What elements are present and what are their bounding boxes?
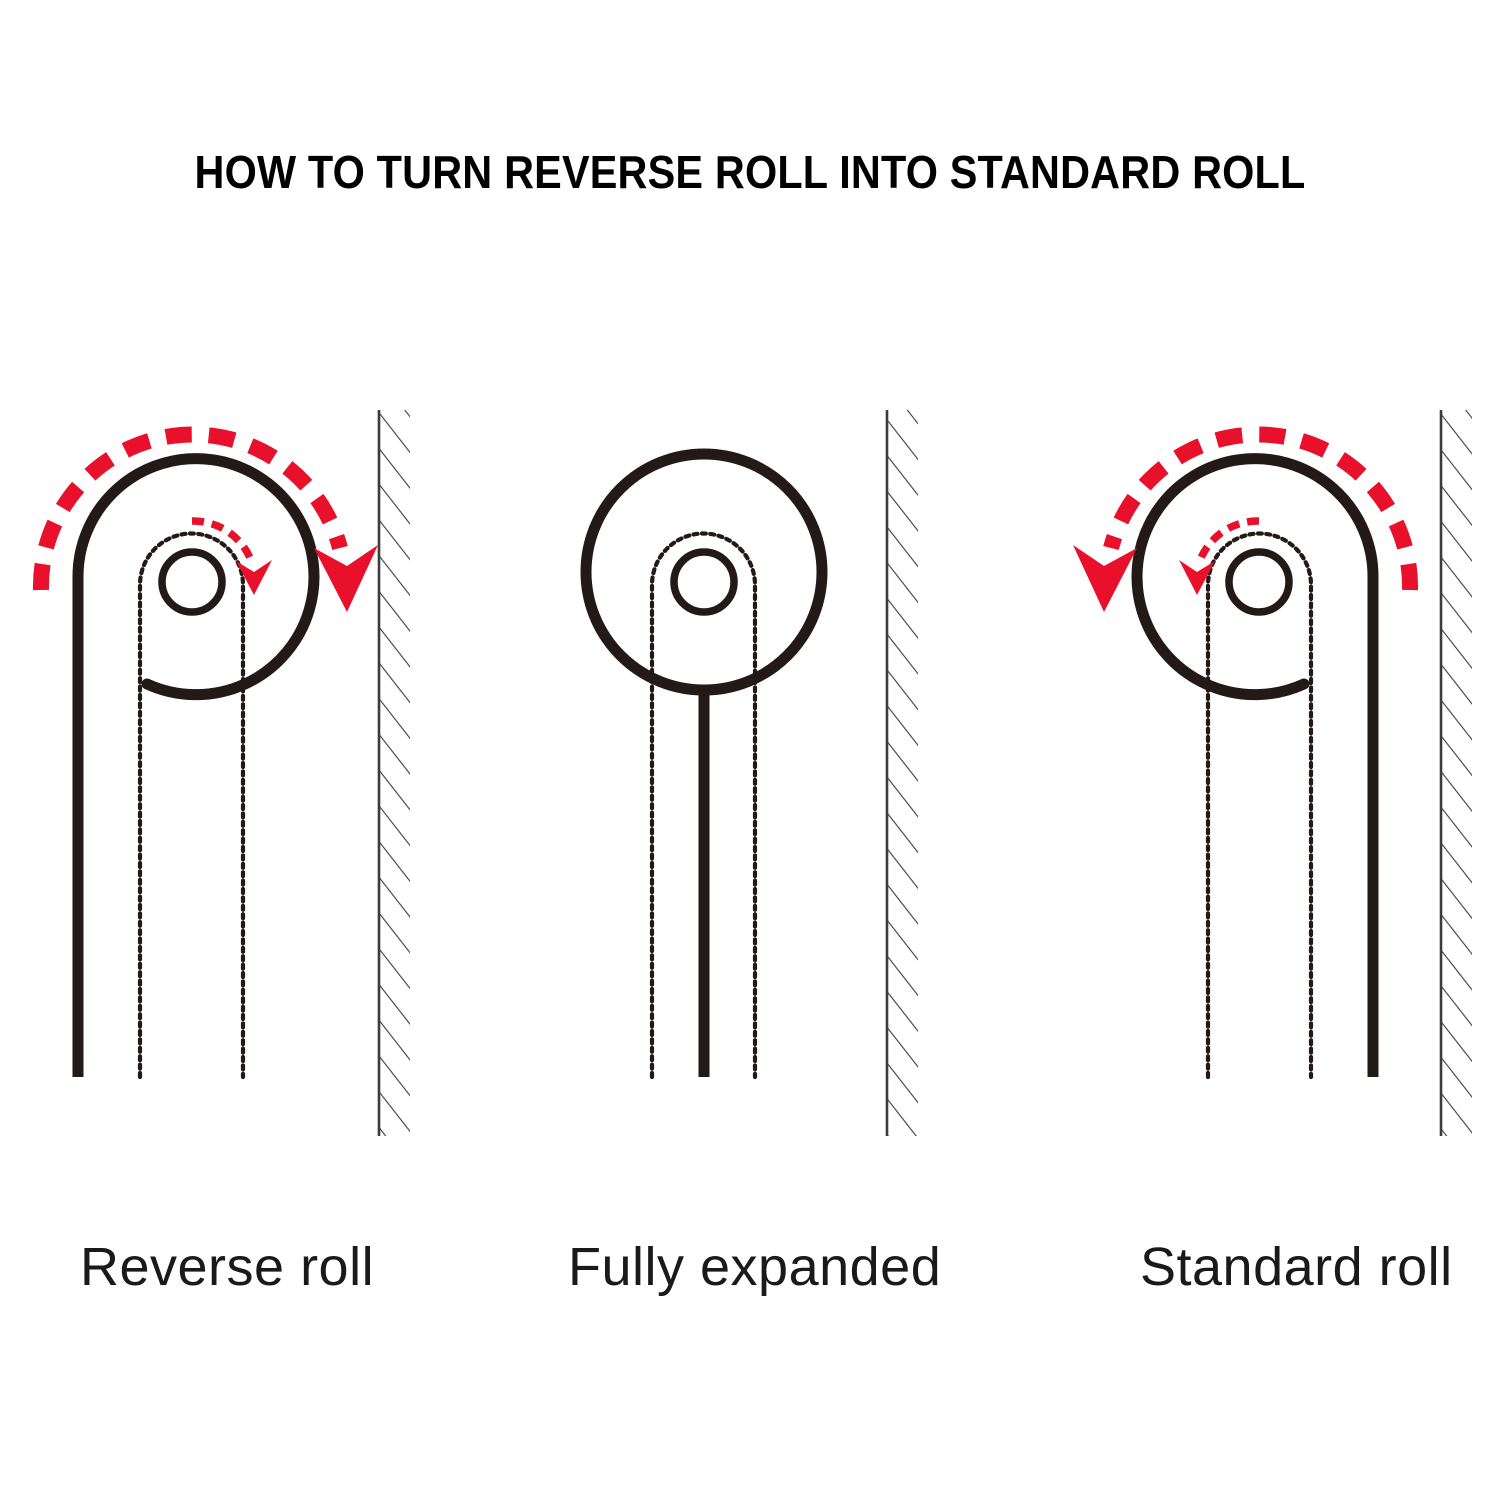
- rotation-arrow-large-3: [1073, 426, 1419, 612]
- panel-reverse-roll: [32, 410, 410, 1136]
- roller-tube-1: [158, 548, 226, 616]
- fabric-dotted-path-2: [649, 531, 758, 1080]
- rotation-arrow-small-1: [191, 517, 272, 595]
- roll-outer-2: [580, 448, 828, 696]
- roller-tube-3: [1225, 548, 1293, 616]
- caption-fully-expanded: Fully expanded: [568, 1237, 942, 1297]
- page-title: HOW TO TURN REVERSE ROLL INTO STANDARD R…: [194, 146, 1306, 198]
- panel-standard-roll: [1073, 410, 1472, 1136]
- rotation-arrow-large-1: [32, 426, 378, 612]
- wall-hatching-2: [885, 410, 918, 1136]
- caption-reverse-roll: Reverse roll: [80, 1237, 375, 1297]
- roller-tube-2: [670, 548, 738, 616]
- wall-hatching-3: [1439, 410, 1472, 1136]
- wall-hatching-1: [377, 410, 410, 1136]
- rotation-arrow-small-3: [1179, 517, 1260, 595]
- roll-outer-1: [72, 453, 320, 701]
- panel-fully-expanded: [580, 410, 918, 1136]
- roll-outer-3: [1131, 453, 1379, 701]
- caption-standard-roll: Standard roll: [1140, 1237, 1453, 1297]
